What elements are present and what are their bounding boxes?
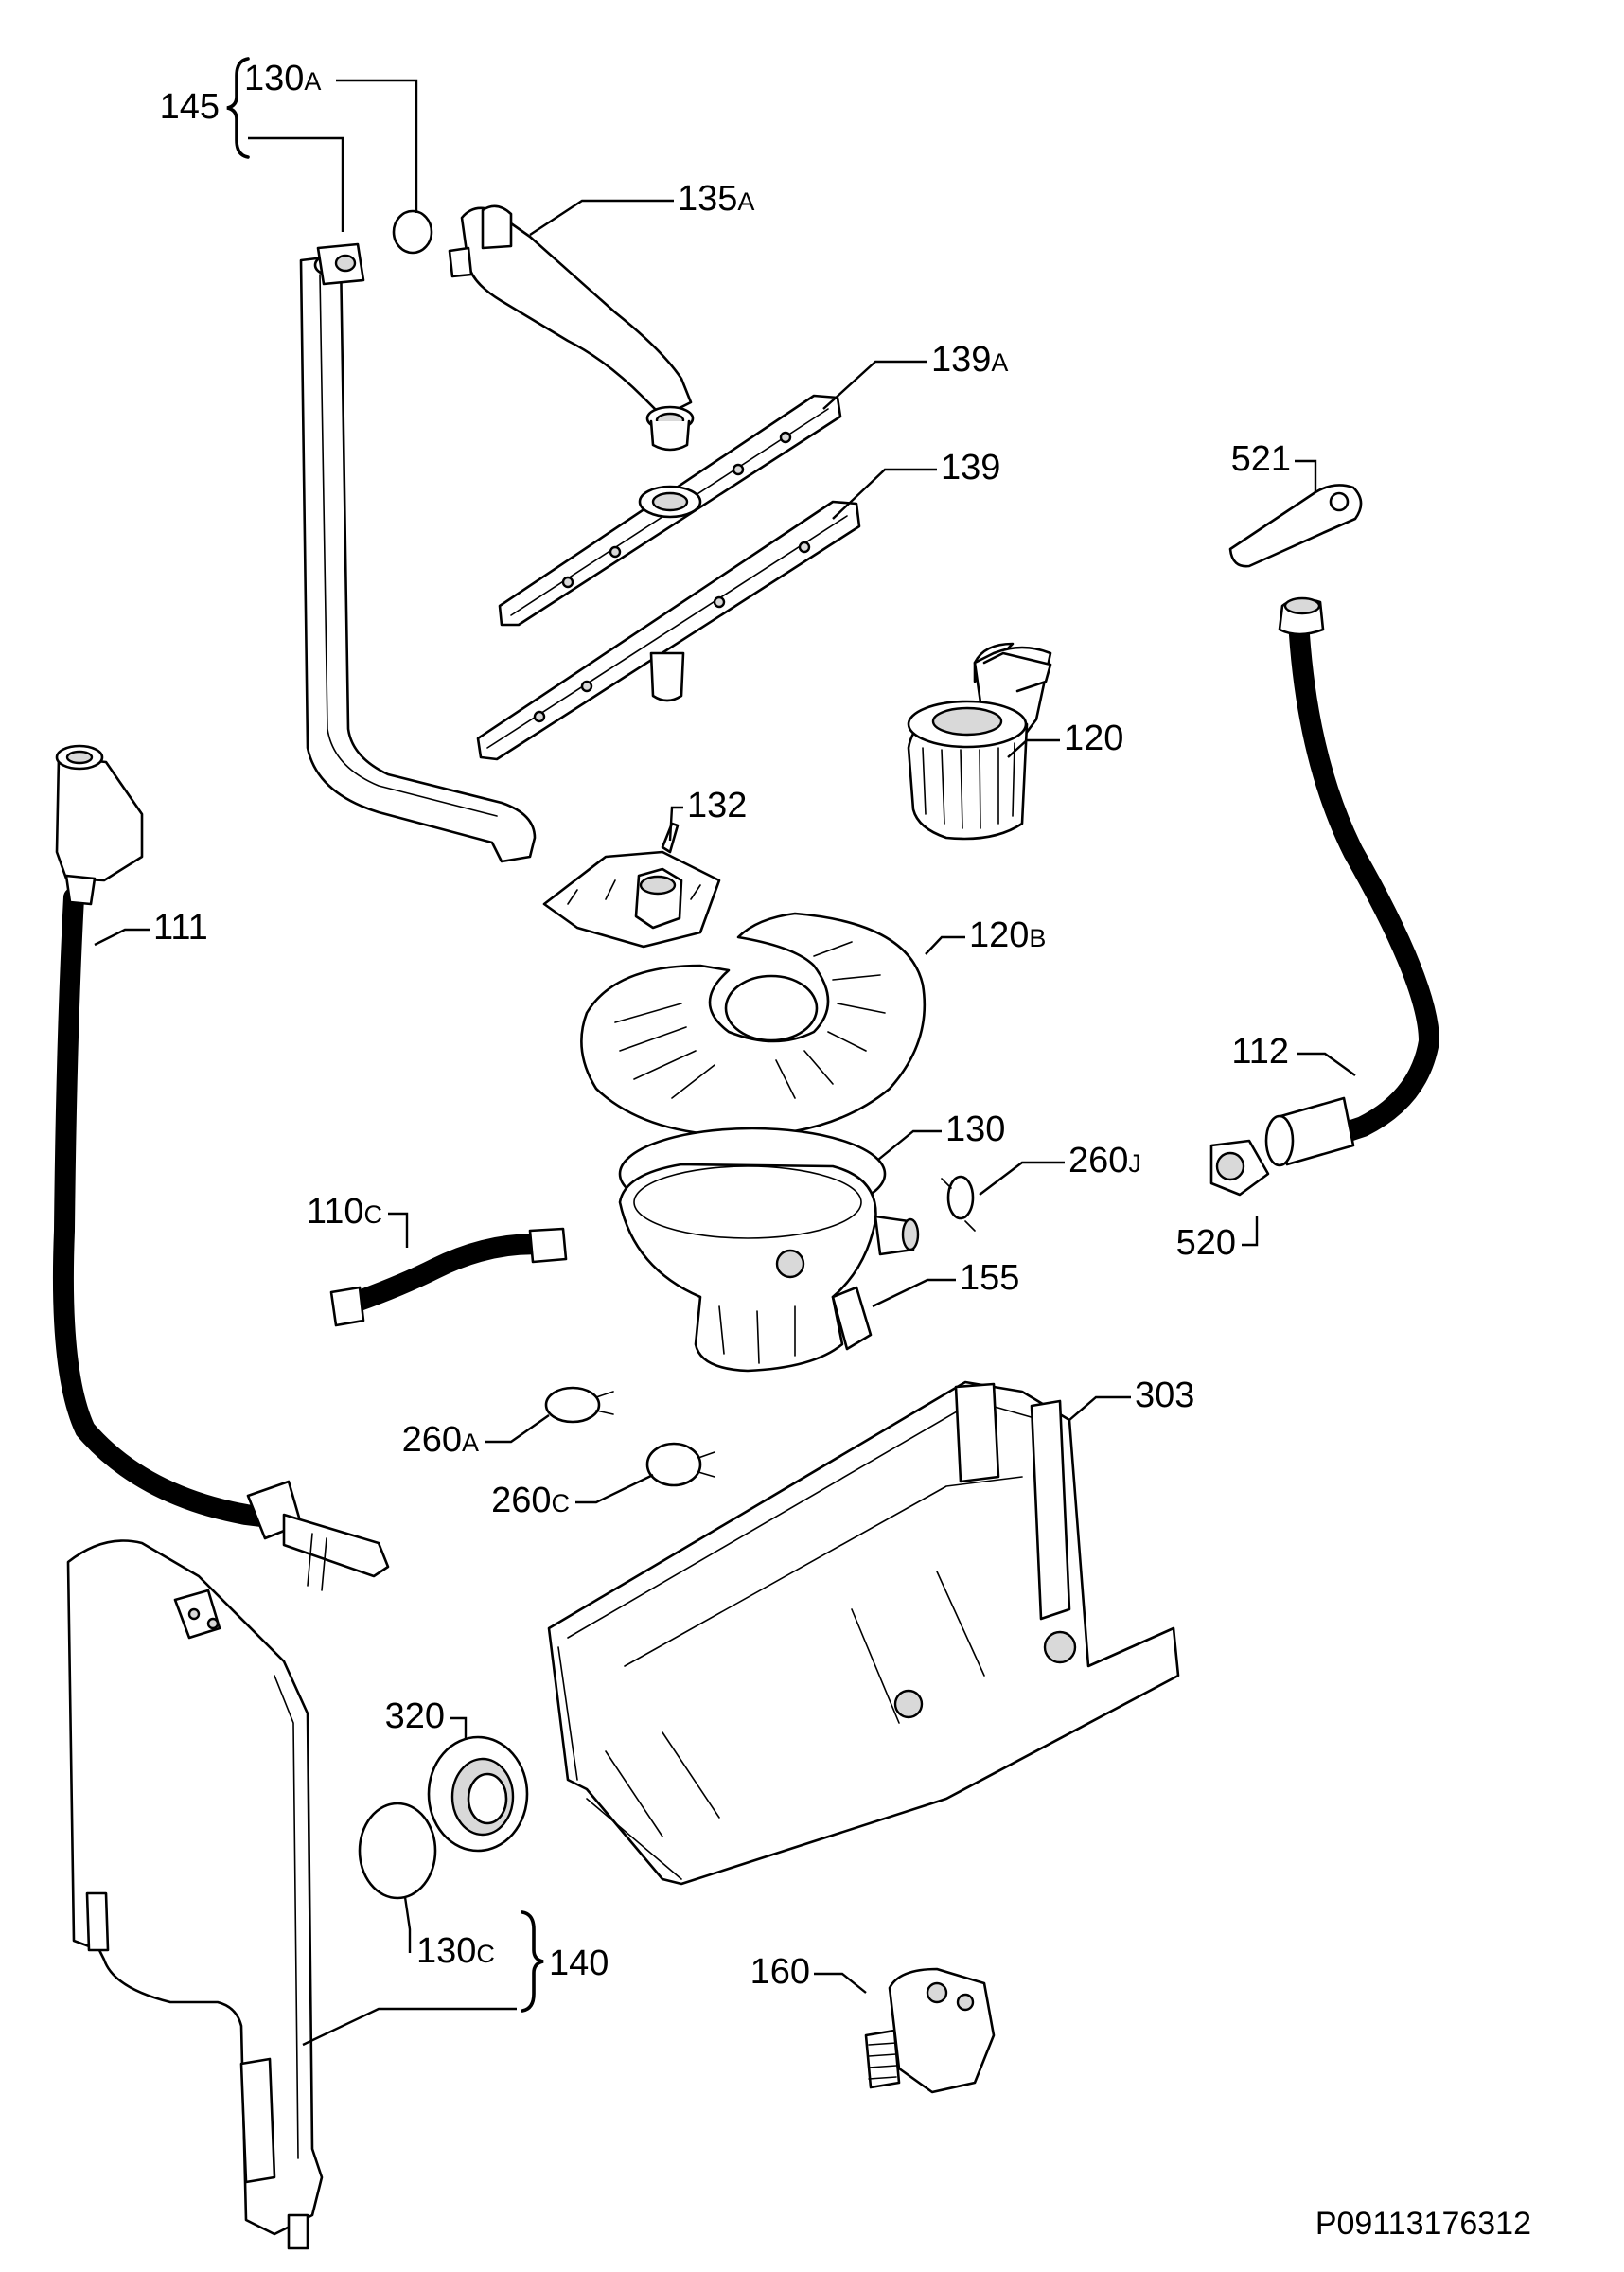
leader-lines — [94, 79, 1356, 2047]
callout-303: 303 — [1135, 1376, 1194, 1415]
part-drain-hose — [1264, 596, 1440, 1167]
callout-521: 521 — [1231, 439, 1291, 479]
part-clamp-c — [645, 1442, 715, 1487]
callout-130: 130 — [945, 1109, 1005, 1149]
callout-155: 155 — [960, 1258, 1019, 1298]
callout-111: 111 — [153, 908, 208, 948]
callout-139: 139 — [941, 448, 1000, 488]
part-upper-connection-pipe — [448, 204, 695, 452]
brace-145 — [226, 57, 250, 159]
part-tab — [1228, 484, 1363, 568]
part-flat-filter-plate — [580, 912, 927, 1138]
callout-120b: 120B — [969, 915, 1046, 955]
part-upper-spray-arm — [498, 394, 842, 627]
callout-160: 160 — [750, 1952, 810, 1992]
part-sump — [618, 1163, 920, 1373]
callout-130a: 130A — [244, 59, 321, 98]
callout-135a: 135A — [678, 179, 754, 219]
callout-140: 140 — [549, 1944, 609, 1983]
figure-code: P09113176312 — [1315, 2206, 1531, 2242]
part-pump — [864, 1967, 996, 2094]
part-seal-ring-c — [358, 1802, 437, 1900]
part-seal — [427, 1735, 529, 1853]
part-side-panel — [66, 1539, 324, 2250]
part-inlet-hose — [52, 744, 390, 1591]
callout-260a: 260A — [402, 1420, 479, 1460]
part-o-ring-small — [392, 209, 433, 255]
callout-labels: 145 130A 135A 139A 139 521 120 132 111 1… — [153, 59, 1291, 1992]
callout-120: 120 — [1064, 719, 1123, 758]
callout-520: 520 — [1176, 1223, 1236, 1263]
part-bracket-sensor — [542, 822, 721, 949]
callout-320: 320 — [385, 1696, 445, 1736]
callout-260c: 260C — [491, 1481, 570, 1520]
part-clamp-a — [544, 1386, 614, 1424]
callout-139a: 139A — [931, 340, 1008, 380]
part-filter — [907, 642, 1052, 841]
brace-140 — [521, 1910, 544, 2013]
part-small-coupling — [1209, 1139, 1270, 1197]
callout-130c: 130C — [416, 1931, 495, 1971]
part-short-hose — [329, 1227, 568, 1327]
callout-110c: 110C — [307, 1192, 382, 1232]
part-base-tray — [547, 1380, 1180, 1886]
part-clip-j — [941, 1175, 976, 1232]
callout-145: 145 — [160, 87, 220, 127]
part-vertical-supply-pipe — [299, 242, 537, 863]
callout-260j: 260J — [1068, 1141, 1141, 1180]
callout-132: 132 — [687, 786, 747, 825]
callout-112: 112 — [1231, 1032, 1289, 1072]
part-lower-spray-arm — [476, 500, 861, 761]
